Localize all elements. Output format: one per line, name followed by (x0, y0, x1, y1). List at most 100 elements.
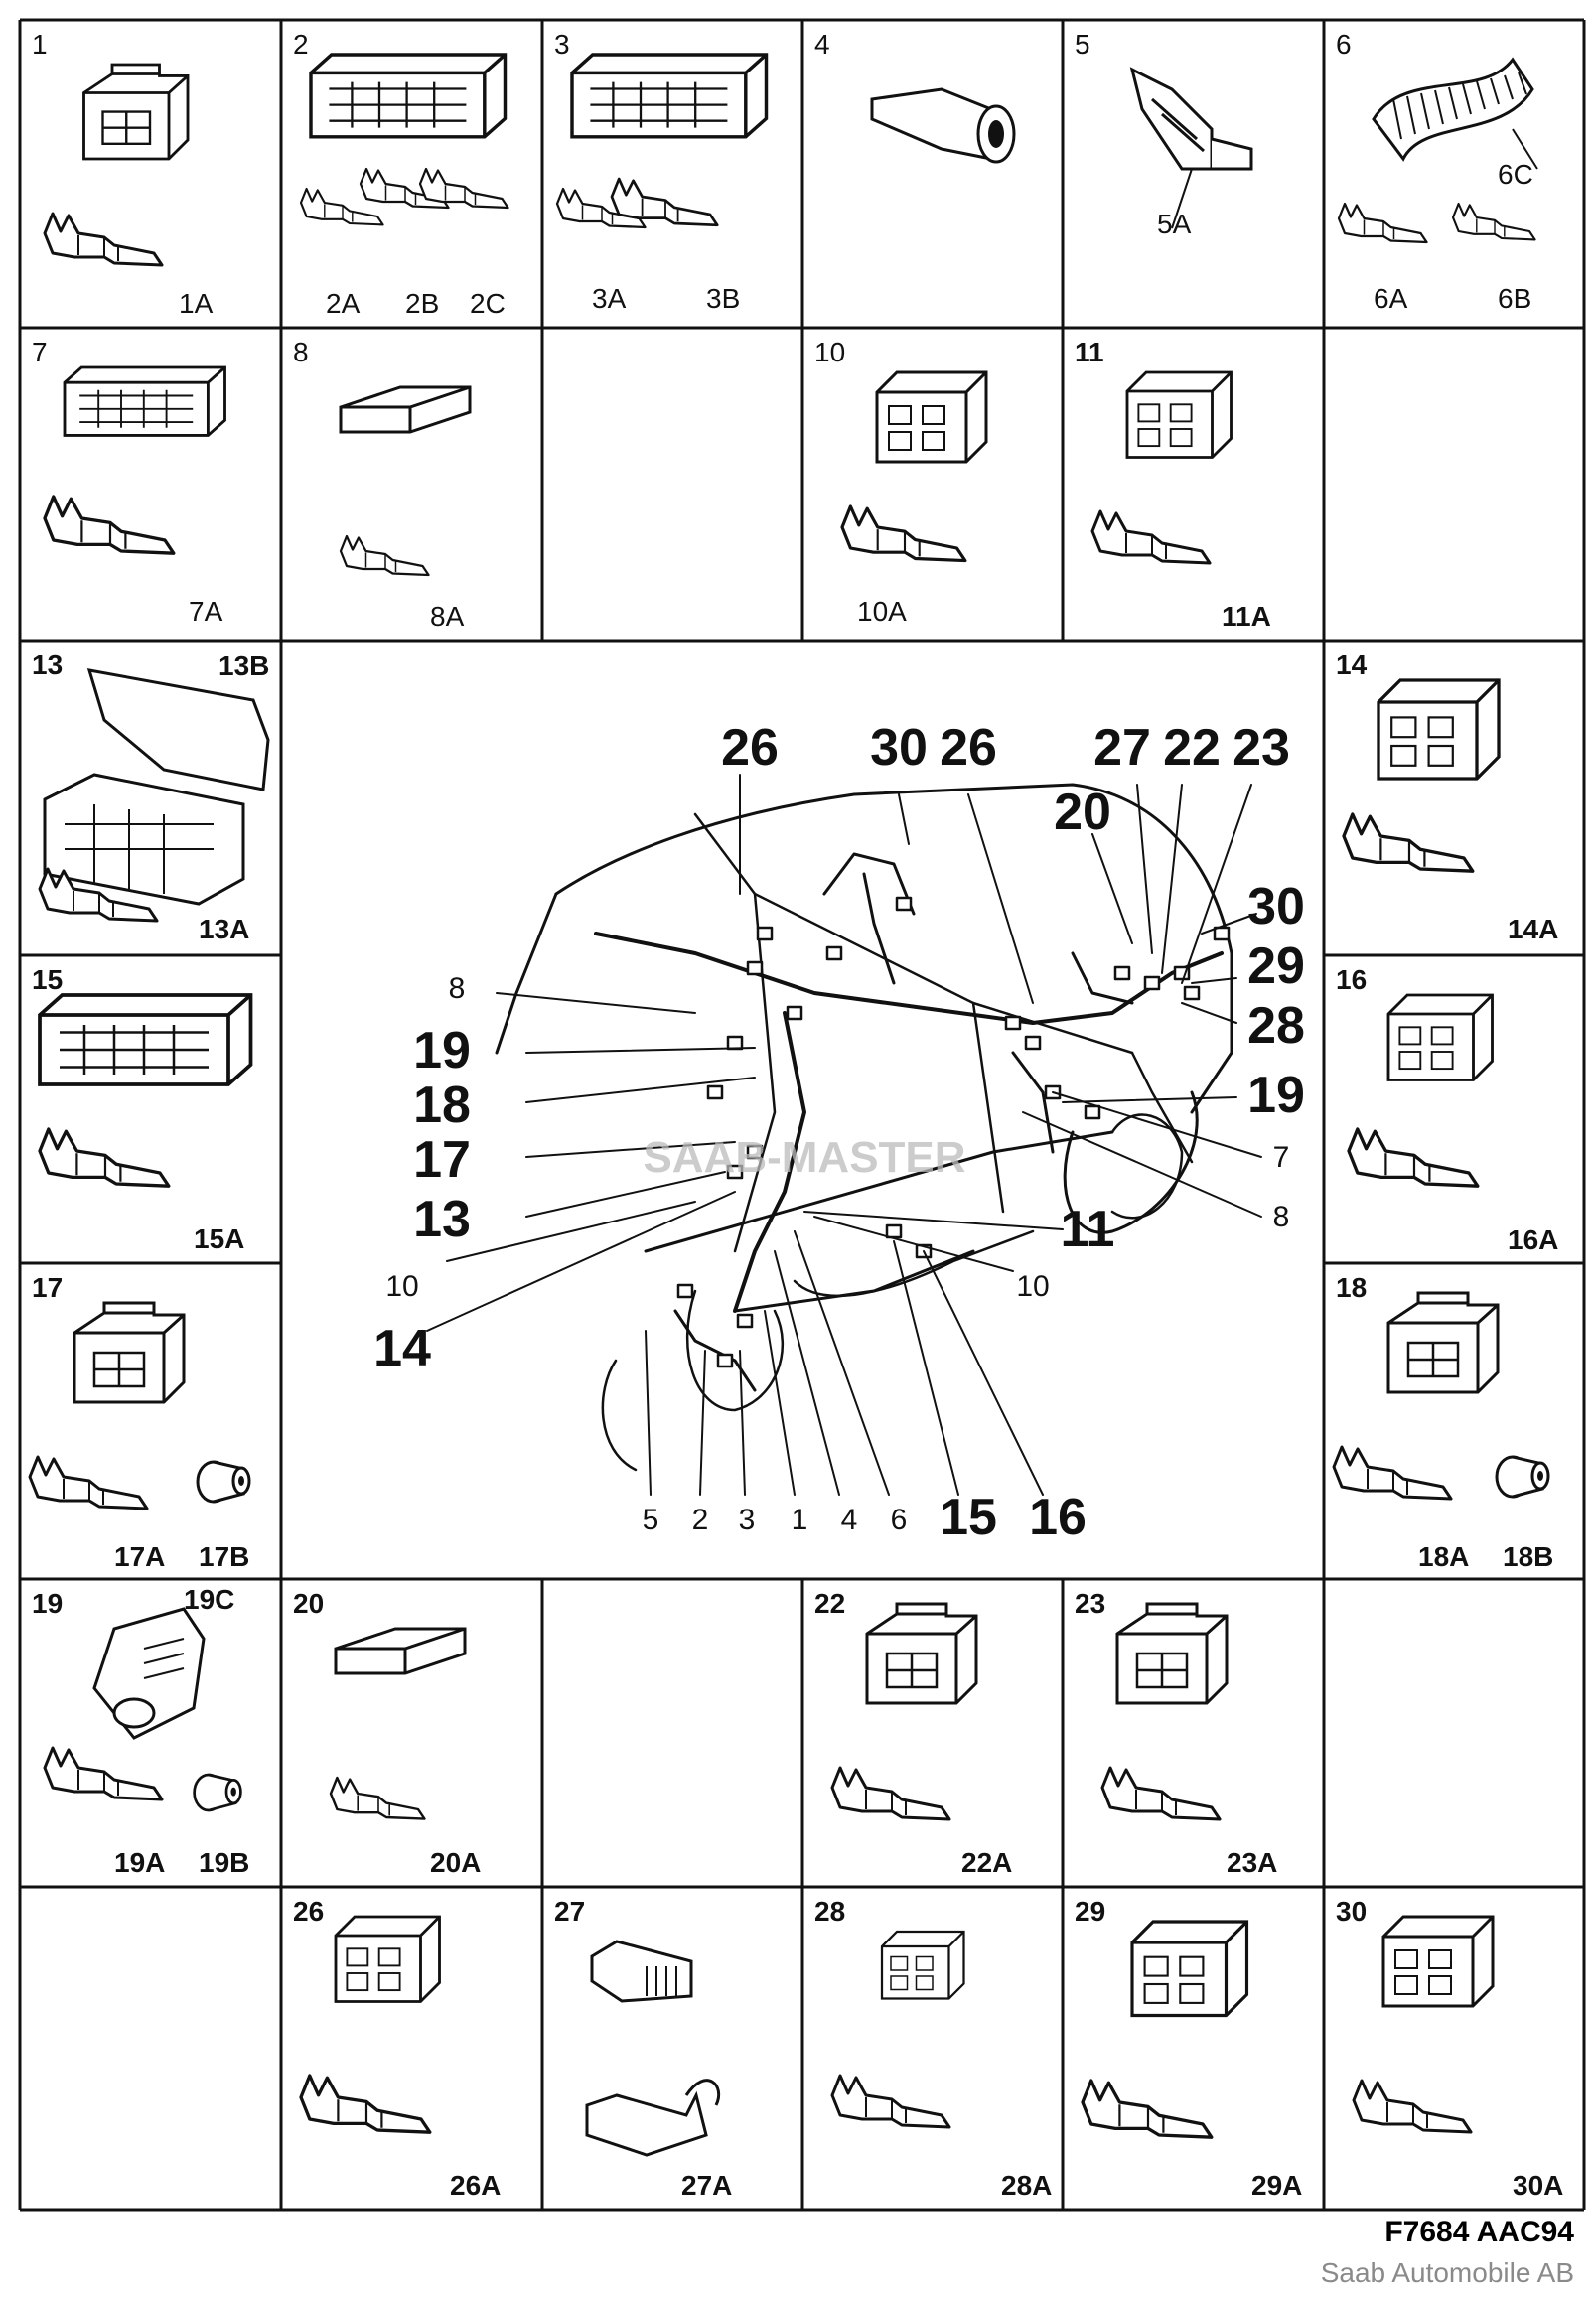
terminal-28a-icon (830, 2074, 951, 2129)
part-label: 18A (1418, 1541, 1469, 1572)
connector-27-icon (590, 1940, 693, 2003)
cell-number: 1 (32, 29, 48, 60)
leader-line-c14 (426, 1191, 736, 1332)
connector-8-icon (339, 385, 472, 434)
callout-c20: 20 (1054, 784, 1111, 841)
callout-b6: 6 (891, 1504, 908, 1536)
part-label: 13B (218, 650, 269, 681)
harness-connector (716, 1353, 734, 1368)
callout-c23: 23 (1233, 719, 1290, 777)
leader-line-c11 (803, 1211, 1064, 1230)
terminal-23a-icon (1100, 1766, 1222, 1821)
callout-c19r: 19 (1247, 1067, 1305, 1124)
leader-line-c10l (446, 1201, 696, 1262)
part-label: 2A (326, 288, 361, 319)
leader-line-b2 (699, 1350, 706, 1496)
part-label: 19B (199, 1847, 249, 1878)
callout-b1: 1 (792, 1504, 808, 1536)
cell-number: 26 (293, 1896, 324, 1927)
harness-connector (1084, 1104, 1101, 1120)
connector-22-icon (865, 1602, 978, 1705)
part-label: 26A (450, 2170, 501, 2201)
leader-line-c28 (1181, 1002, 1237, 1024)
cell-number: 16 (1336, 964, 1367, 995)
cell-number: 27 (554, 1896, 585, 1927)
connector-15-icon (38, 993, 253, 1086)
part-label: 6A (1374, 283, 1408, 314)
terminal-27a-icon (585, 2079, 721, 2157)
terminal-30a-icon (1352, 2079, 1473, 2134)
harness-branch (673, 1309, 757, 1392)
cell-number: 5 (1075, 29, 1090, 60)
terminal-18a-icon (1332, 1445, 1453, 1501)
cell-number: 23 (1075, 1588, 1105, 1619)
cell-number: 8 (293, 337, 309, 367)
cell-number: 11 (1075, 337, 1104, 367)
leader-line-c10r (813, 1216, 1014, 1272)
cell-number: 7 (32, 337, 48, 367)
terminal-14a-icon (1342, 812, 1475, 873)
terminal-1a-icon (43, 212, 164, 267)
connector-30-icon (1381, 1915, 1495, 2008)
leader-line-c23 (1181, 784, 1252, 984)
cell-number: 6 (1336, 29, 1352, 60)
harness-branch (733, 1011, 806, 1313)
terminal-19a-icon (43, 1746, 164, 1801)
part-label: 7A (189, 596, 223, 627)
connector-28-icon (880, 1930, 965, 2000)
car-roof-outline (554, 783, 1233, 1114)
terminal-8a-icon (339, 534, 430, 577)
part-label: 10A (857, 596, 907, 627)
harness-connector (726, 1164, 744, 1180)
harness-connector (1143, 975, 1161, 991)
leader-line-c27 (1136, 784, 1153, 954)
part-label: 30A (1513, 2170, 1563, 2201)
harness-connector (706, 1084, 724, 1100)
cell-number: 19 (32, 1588, 63, 1619)
cell-number: 28 (814, 1896, 845, 1927)
connector-2-icon (309, 53, 508, 139)
leader-line-c19l (525, 1047, 756, 1054)
leader-line-b5 (645, 1330, 652, 1496)
part-label: 29A (1251, 2170, 1302, 2201)
callout-b3: 3 (739, 1504, 756, 1536)
part-label: 6B (1498, 283, 1531, 314)
callout-b5: 5 (643, 1504, 659, 1536)
part-label: 8A (430, 601, 465, 632)
cell-number: 18 (1336, 1272, 1367, 1303)
callout-c28: 28 (1247, 997, 1305, 1055)
harness-connector (825, 945, 843, 961)
part-label: 1A (179, 288, 214, 319)
leader-line-c13 (525, 1171, 726, 1218)
harness-connector (1004, 1015, 1022, 1031)
connector-18-icon (1386, 1291, 1500, 1394)
drawing-code: F7684 AAC94 (1384, 2216, 1574, 2248)
callout-c8l: 8 (449, 972, 466, 1005)
leader-line-c30r (1201, 913, 1257, 935)
part-label: 11A (1222, 601, 1271, 632)
part-label: 27A (681, 2170, 732, 2201)
rear-wheel-arch (1063, 1090, 1199, 1234)
part-label: 5A (1157, 209, 1192, 239)
part-label: 19A (114, 1847, 165, 1878)
part-label: 3B (706, 283, 740, 314)
car-sill (644, 1130, 1114, 1253)
connector-19-icon (92, 1607, 206, 1740)
leader-line-b1 (764, 1310, 796, 1496)
car-body-line (1130, 1051, 1194, 1164)
connector-17-icon (73, 1301, 186, 1404)
grommet-4-icon (870, 87, 1016, 164)
part-label: 17B (199, 1541, 249, 1572)
leader-line-b6 (794, 1230, 890, 1496)
callout-b4: 4 (841, 1504, 858, 1536)
part-label: 20A (430, 1847, 481, 1878)
callout-c29: 29 (1247, 937, 1305, 995)
company-name: Saab Automobile AB (1320, 2257, 1574, 2288)
cell-number: 3 (554, 29, 570, 60)
conduit-6-icon (1372, 57, 1538, 170)
front-wheel-arch (686, 1289, 785, 1412)
terminal-10a-icon (840, 504, 967, 563)
terminal-29a-icon (1081, 2079, 1214, 2139)
cell-number: 15 (32, 964, 63, 995)
